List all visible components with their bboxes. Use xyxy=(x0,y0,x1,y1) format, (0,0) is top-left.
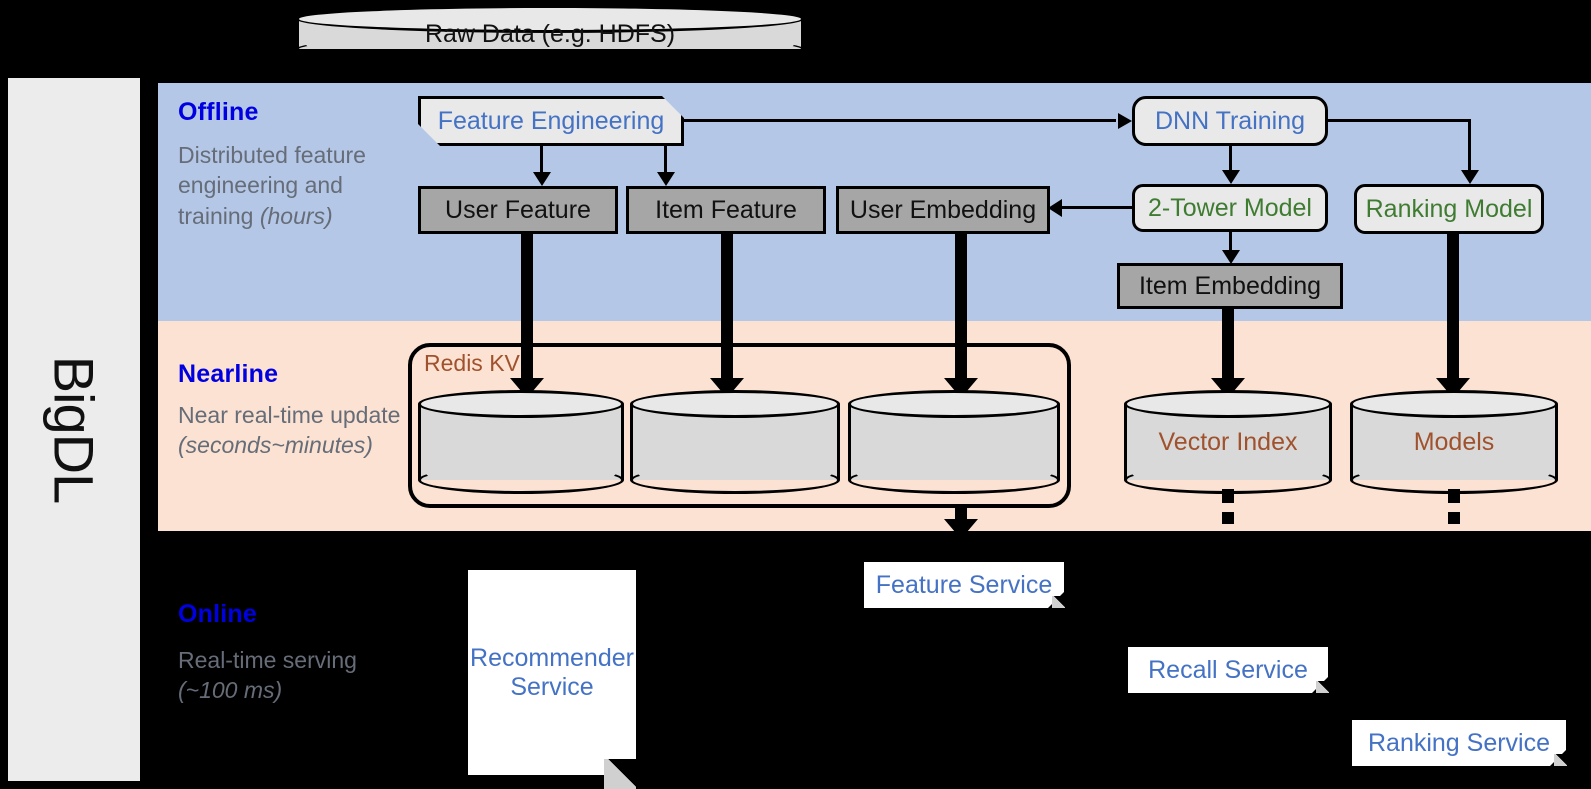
stage-desc-offline: Distributed feature engineering and trai… xyxy=(178,142,366,229)
stage-desc-nearline: Near real-time update (seconds~minutes) xyxy=(178,402,401,459)
models-label: Models xyxy=(1413,427,1495,456)
feature-service-label: Feature Service xyxy=(875,570,1053,599)
two-tower-model-box[interactable]: 2-Tower Model xyxy=(1132,184,1328,232)
arrowhead-dnn-twotower xyxy=(1222,170,1240,184)
pipe-models-ranking-a xyxy=(1448,489,1460,503)
item-embedding-box[interactable]: Item Embedding xyxy=(1117,263,1343,309)
pipe-userfeature-store xyxy=(521,234,533,386)
recall-service-note[interactable]: Recall Service xyxy=(1128,647,1328,693)
bigdl-label: BigDL xyxy=(8,78,140,781)
feature-engineering-box[interactable]: Feature Engineering xyxy=(418,96,684,146)
recall-service-label: Recall Service xyxy=(1148,655,1308,684)
bigdl-sidebar: BigDL xyxy=(8,78,140,781)
redis-store-3-label xyxy=(848,390,1060,494)
stage-title-offline: Offline xyxy=(178,98,259,126)
pipe-redis-featureservice-stub xyxy=(955,508,967,520)
redis-kv-container xyxy=(408,343,1071,508)
vector-index-label: Vector Index xyxy=(1158,427,1298,456)
arrowhead-dnn-ranking xyxy=(1461,170,1479,184)
redis-store-3-bottom xyxy=(848,466,1060,494)
edge-twotower-itemembedding xyxy=(1229,232,1232,252)
edge-fe-itemfeature xyxy=(664,146,667,172)
edge-dnn-ranking-h xyxy=(1328,119,1471,122)
models-top xyxy=(1350,390,1558,418)
dnn-training-box[interactable]: DNN Training xyxy=(1132,96,1328,146)
stage-title-nearline: Nearline xyxy=(178,360,279,388)
raw-data-cylinder: Raw Data (e.g. HDFS) xyxy=(296,5,804,63)
redis-store-1-label xyxy=(418,390,624,494)
edge-dnn-twotower xyxy=(1229,146,1232,170)
arrowhead-fe-userfeature xyxy=(533,172,551,186)
stage-title-online: Online xyxy=(178,600,257,628)
recommender-service-note[interactable]: Recommender Service xyxy=(468,570,636,775)
feature-service-note[interactable]: Feature Service xyxy=(864,562,1064,608)
arrowhead-fe-dnn xyxy=(1118,113,1132,129)
arrowhead-redis-featureservice xyxy=(944,519,978,539)
vector-index-cylinder[interactable]: Vector Index xyxy=(1124,390,1332,494)
recall-service-fold-icon xyxy=(1316,681,1329,693)
raw-data-label: Raw Data (e.g. HDFS) xyxy=(424,19,676,48)
recommender-service-label: Recommender Service xyxy=(470,643,634,701)
stage-desc-online: Real-time serving (~100 ms) xyxy=(178,647,357,704)
ranking-service-fold-icon xyxy=(1554,754,1567,766)
pipe-rankingmodel-models xyxy=(1447,232,1459,386)
redis-store-1[interactable] xyxy=(418,390,624,494)
redis-store-3[interactable] xyxy=(848,390,1060,494)
redis-kv-label: Redis KV xyxy=(424,350,520,376)
feature-service-fold-icon xyxy=(1052,596,1065,608)
redis-store-2-label xyxy=(630,390,840,494)
edge-dnn-ranking-v xyxy=(1468,119,1471,170)
arrowhead-fe-itemfeature xyxy=(657,172,675,186)
pipe-itemfeature-store xyxy=(721,234,733,386)
pipe-userembedding-store xyxy=(955,234,967,386)
bigdl-text: BigDL xyxy=(42,355,106,504)
models-cylinder[interactable]: Models xyxy=(1350,390,1558,494)
vector-index-top xyxy=(1124,390,1332,418)
pipe-models-ranking-b xyxy=(1448,512,1460,524)
redis-store-1-bottom xyxy=(418,466,624,494)
redis-store-2-top xyxy=(630,390,840,418)
arrowhead-twotower-userembedding xyxy=(1048,199,1062,217)
raw-data-top xyxy=(296,5,804,33)
edge-fe-userfeature xyxy=(540,146,543,172)
redis-store-2[interactable] xyxy=(630,390,840,494)
user-embedding-box[interactable]: User Embedding xyxy=(836,186,1050,234)
recommender-service-fold-icon xyxy=(604,759,636,789)
pipe-vectorindex-recall-b xyxy=(1222,512,1234,524)
edge-fe-dnn xyxy=(684,119,1116,122)
redis-store-1-top xyxy=(418,390,624,418)
pipe-vectorindex-recall-a xyxy=(1222,489,1234,503)
ranking-service-label: Ranking Service xyxy=(1367,728,1551,757)
item-feature-box[interactable]: Item Feature xyxy=(626,186,826,234)
ranking-model-box[interactable]: Ranking Model xyxy=(1354,184,1544,234)
user-feature-box[interactable]: User Feature xyxy=(418,186,618,234)
pipe-itemembedding-vectorindex xyxy=(1222,307,1234,386)
arrowhead-rawdata-fe xyxy=(532,60,566,80)
arrowhead-twotower-itemembedding xyxy=(1222,250,1240,264)
edge-twotower-userembedding xyxy=(1060,206,1134,209)
ranking-service-note[interactable]: Ranking Service xyxy=(1352,720,1566,766)
redis-store-3-top xyxy=(848,390,1060,418)
redis-store-2-bottom xyxy=(630,466,840,494)
